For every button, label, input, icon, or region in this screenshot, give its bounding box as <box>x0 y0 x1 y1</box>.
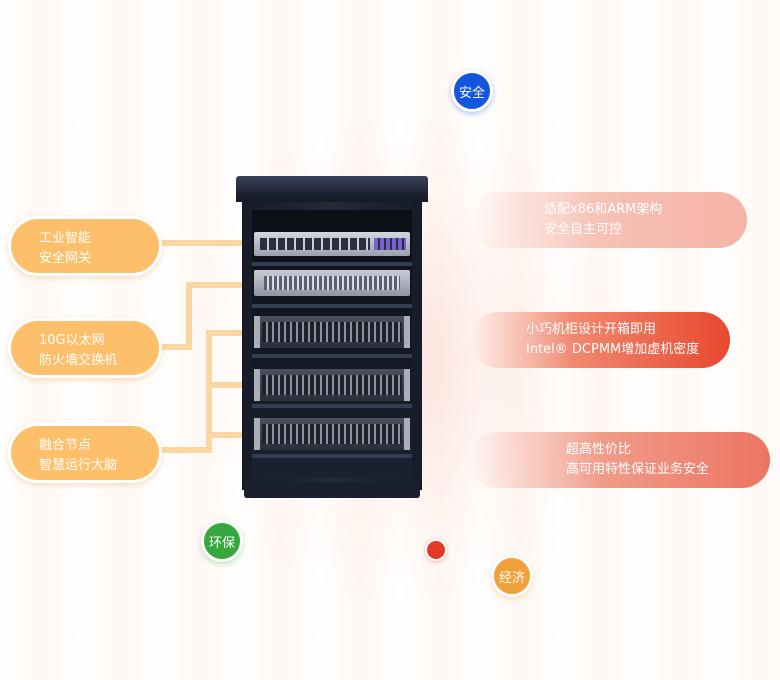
connector-line <box>186 282 192 350</box>
network-switch-unit <box>254 232 410 256</box>
connector-line <box>206 330 244 336</box>
connector-line <box>160 344 190 350</box>
sfp-ports <box>374 238 406 250</box>
server-ear <box>254 418 260 450</box>
server-ear <box>404 418 410 450</box>
firewall-unit <box>254 270 410 296</box>
server-unit <box>254 316 410 348</box>
connector-line <box>160 240 244 246</box>
feature-pill-node: 融合节点 智慧运行大脑 <box>8 423 162 483</box>
connector-line <box>160 447 212 453</box>
server-drive-bays <box>262 375 402 395</box>
connector-line <box>186 282 244 288</box>
connector-line <box>206 382 244 388</box>
server-ear <box>404 316 410 348</box>
economy-badge: 经济 <box>491 555 533 597</box>
rack-shelf <box>252 354 412 358</box>
server-ear <box>404 369 410 401</box>
connector-line <box>206 432 244 438</box>
feature-title: 10G以太网 <box>39 333 105 348</box>
eco-badge: 环保 <box>201 520 243 562</box>
rack-shelf <box>252 404 412 408</box>
security-badge: 安全 <box>451 70 493 112</box>
feature-pill-value: 超高性价比 高可用特性保证业务安全 <box>470 432 770 488</box>
server-drive-bays <box>262 424 402 444</box>
connector-line <box>206 330 212 453</box>
feature-subtitle: 智慧运行大脑 <box>39 458 118 473</box>
feature-pill-architecture: 适配x86和ARM架构 安全自主可控 <box>470 192 747 248</box>
feature-pill-cabinet: 小巧机柜设计开箱即用 Intel® DCPMM增加虚机密度 <box>470 312 730 368</box>
rack-shelf <box>252 304 412 308</box>
server-unit <box>254 369 410 401</box>
feature-title: 工业智能 <box>39 231 92 246</box>
firewall-grill <box>264 276 400 290</box>
feature-subtitle: 防火墙交换机 <box>39 353 118 368</box>
rack-shelf <box>252 454 412 458</box>
server-ear <box>254 316 260 348</box>
feature-title: 小巧机柜设计开箱即用 <box>526 322 657 337</box>
server-unit <box>254 418 410 450</box>
rack-base <box>244 482 420 498</box>
switch-ports <box>260 238 370 250</box>
rack-shelf <box>252 262 412 266</box>
feature-subtitle: Intel® DCPMM增加虚机密度 <box>526 342 700 357</box>
server-rack-illustration <box>236 176 428 498</box>
feature-title: 超高性价比 <box>566 442 632 457</box>
server-drive-bays <box>262 322 402 342</box>
feature-subtitle: 安全网关 <box>39 251 92 266</box>
feature-title: 适配x86和ARM架构 <box>544 202 663 217</box>
feature-subtitle: 安全自主可控 <box>544 222 623 237</box>
rack-top <box>236 176 428 202</box>
feature-subtitle: 高可用特性保证业务安全 <box>566 462 710 477</box>
feature-pill-switch: 10G以太网 防火墙交换机 <box>8 318 162 378</box>
feature-pill-gateway: 工业智能 安全网关 <box>8 216 162 276</box>
feature-title: 融合节点 <box>39 438 92 453</box>
server-ear <box>254 369 260 401</box>
red-dot <box>425 539 447 561</box>
